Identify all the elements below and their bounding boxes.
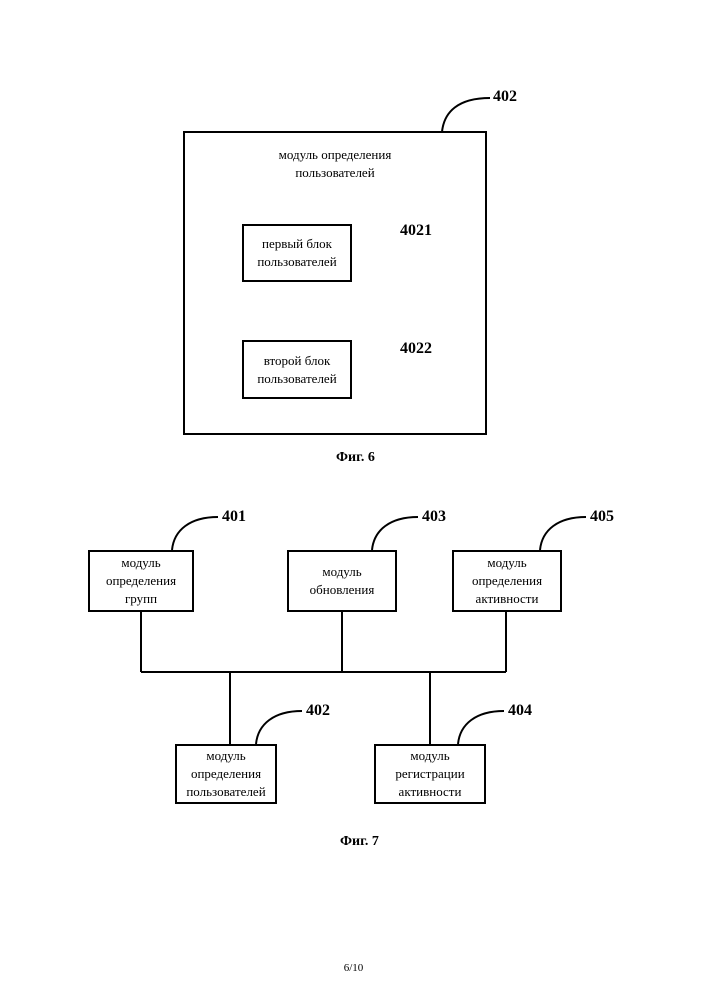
ref-label-402-fig6: 402	[493, 88, 517, 106]
ref-label-402-fig7: 402	[306, 702, 330, 720]
module-label-line: модуль	[376, 747, 484, 765]
leader-line-401	[172, 517, 218, 550]
module-label-line: определения	[177, 765, 275, 783]
module-label-line: пользователей	[177, 783, 275, 801]
block-label-line: пользователей	[244, 253, 350, 271]
leader-line-403	[372, 517, 418, 550]
block-label-line: пользователей	[244, 370, 350, 388]
group-determination-module: модуль определения групп	[88, 550, 194, 612]
module-label-line: модуль	[90, 554, 192, 572]
activity-registration-module: модуль регистрации активности	[374, 744, 486, 804]
ref-label-404: 404	[508, 702, 532, 720]
module-label-line: регистрации	[376, 765, 484, 783]
page-number: 6/10	[0, 962, 707, 974]
module-label-line: определения	[90, 572, 192, 590]
ref-label-4021: 4021	[400, 222, 432, 240]
figure-caption-6: Фиг. 6	[336, 450, 375, 466]
ref-label-405: 405	[590, 508, 614, 526]
module-label-line: модуль	[454, 554, 560, 572]
module-label-line: определения	[454, 572, 560, 590]
update-module: модуль обновления	[287, 550, 397, 612]
block-label-line: второй блок	[244, 352, 350, 370]
leader-line-402-fig7	[256, 711, 302, 744]
connector-bus	[141, 611, 506, 744]
outer-title-line: пользователей	[183, 164, 487, 182]
module-label-line: модуль	[289, 563, 395, 581]
leader-line-405	[540, 517, 586, 550]
ref-label-403: 403	[422, 508, 446, 526]
module-label-line: модуль	[177, 747, 275, 765]
leader-line-404	[458, 711, 504, 744]
ref-label-4022: 4022	[400, 340, 432, 358]
second-user-block: второй блок пользователей	[242, 340, 352, 399]
user-determination-module: модуль определения пользователей	[175, 744, 277, 804]
module-label-line: активности	[376, 783, 484, 801]
figure-caption-7: Фиг. 7	[340, 834, 379, 850]
module-label-line: активности	[454, 590, 560, 608]
leader-line-402-fig6	[442, 98, 490, 132]
ref-label-401: 401	[222, 508, 246, 526]
module-label-line: обновления	[289, 581, 395, 599]
module-label-line: групп	[90, 590, 192, 608]
outer-module-title: модуль определения пользователей	[183, 146, 487, 182]
outer-title-line: модуль определения	[183, 146, 487, 164]
activity-determination-module: модуль определения активности	[452, 550, 562, 612]
block-label-line: первый блок	[244, 235, 350, 253]
first-user-block: первый блок пользователей	[242, 224, 352, 282]
